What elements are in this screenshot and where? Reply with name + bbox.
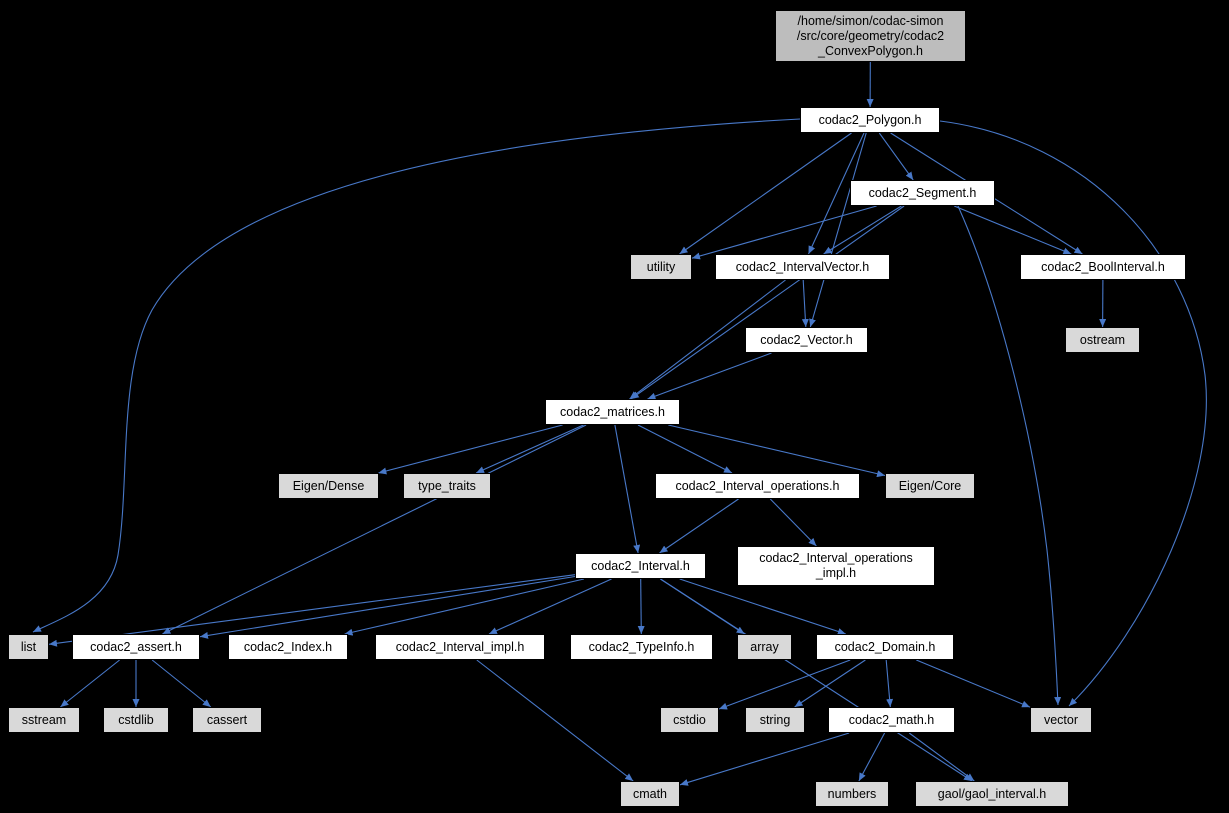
edge-polygon->intervalvector	[808, 132, 865, 255]
edge-polygon->segment	[878, 132, 914, 181]
node-interval_ops[interactable]: codac2_Interval_operations.h	[655, 473, 860, 499]
edge-interval_ops->interval	[659, 498, 739, 554]
edge-domain->cstdio	[718, 659, 851, 710]
edge-interval->gaol	[660, 578, 973, 782]
edge-matrices->interval	[614, 424, 641, 554]
node-index[interactable]: codac2_Index.h	[228, 634, 348, 660]
node-root: /home/simon/codac-simon /src/core/geomet…	[775, 10, 966, 62]
node-typeinfo[interactable]: codac2_TypeInfo.h	[570, 634, 713, 660]
node-type_traits: type_traits	[403, 473, 491, 499]
edge-interval->assert	[199, 575, 576, 639]
node-eigen_core: Eigen/Core	[885, 473, 975, 499]
edge-intervalvector->matrices	[629, 279, 786, 400]
edge-interval->index	[344, 578, 585, 636]
node-boolinterval[interactable]: codac2_BoolInterval.h	[1020, 254, 1186, 280]
node-gaol: gaol/gaol_interval.h	[915, 781, 1069, 807]
edge-domain->vector	[916, 659, 1031, 708]
edge-interval->list	[48, 574, 576, 647]
edge-vector_h->matrices	[647, 352, 772, 400]
node-assert[interactable]: codac2_assert.h	[72, 634, 200, 660]
node-segment[interactable]: codac2_Segment.h	[850, 180, 995, 206]
edge-assert->sstream	[60, 659, 120, 708]
node-utility: utility	[630, 254, 692, 280]
node-string: string	[745, 707, 805, 733]
node-domain[interactable]: codac2_Domain.h	[816, 634, 954, 660]
node-interval_impl[interactable]: codac2_Interval_impl.h	[375, 634, 545, 660]
edge-matrices->eigen_core	[668, 424, 886, 478]
node-intervalvector[interactable]: codac2_IntervalVector.h	[715, 254, 890, 280]
node-interval_ops_impl[interactable]: codac2_Interval_operations _impl.h	[737, 546, 935, 586]
edge-math->numbers	[858, 732, 886, 782]
edge-math->cmath	[679, 732, 850, 786]
edge-polygon->list	[32, 118, 801, 633]
edge-interval->domain	[679, 578, 846, 635]
edge-matrices->eigen_dense	[378, 424, 563, 475]
node-sstream: sstream	[8, 707, 80, 733]
edge-assert->cassert	[151, 659, 212, 708]
edge-segment->utility	[691, 205, 877, 260]
edge-interval_ops->interval_ops_impl	[769, 498, 817, 547]
node-vector_h[interactable]: codac2_Vector.h	[745, 327, 868, 353]
edge-math->gaol	[908, 732, 975, 782]
node-cmath: cmath	[620, 781, 680, 807]
edge-segment->matrices	[630, 205, 905, 400]
node-cstdio: cstdio	[660, 707, 719, 733]
edge-domain->string	[794, 659, 866, 708]
node-matrices[interactable]: codac2_matrices.h	[545, 399, 680, 425]
edge-polygon->vector_h	[809, 132, 867, 328]
edge-segment->intervalvector	[823, 205, 902, 255]
node-math[interactable]: codac2_math.h	[828, 707, 955, 733]
node-vector: vector	[1030, 707, 1092, 733]
edge-matrices->interval_ops	[637, 424, 733, 474]
edge-polygon->utility	[679, 132, 852, 255]
node-list: list	[8, 634, 49, 660]
node-numbers: numbers	[815, 781, 889, 807]
edge-segment->boolinterval	[953, 205, 1072, 255]
edge-polygon->vector	[939, 120, 1207, 707]
edge-interval_impl->cmath	[476, 659, 634, 782]
edge-interval->typeinfo	[637, 578, 645, 635]
node-ostream: ostream	[1065, 327, 1140, 353]
node-array: array	[737, 634, 792, 660]
node-eigen_dense: Eigen/Dense	[278, 473, 379, 499]
node-polygon[interactable]: codac2_Polygon.h	[800, 107, 940, 133]
edge-domain->math	[885, 659, 894, 708]
node-interval[interactable]: codac2_Interval.h	[575, 553, 706, 579]
edge-interval->interval_impl	[488, 578, 612, 635]
node-cassert: cassert	[192, 707, 262, 733]
node-cstdlib: cstdlib	[103, 707, 169, 733]
edge-segment->vector	[957, 205, 1062, 706]
edge-matrices->assert	[162, 424, 587, 635]
edge-intervalvector->vector_h	[801, 279, 809, 328]
edge-matrices->type_traits	[475, 424, 584, 474]
